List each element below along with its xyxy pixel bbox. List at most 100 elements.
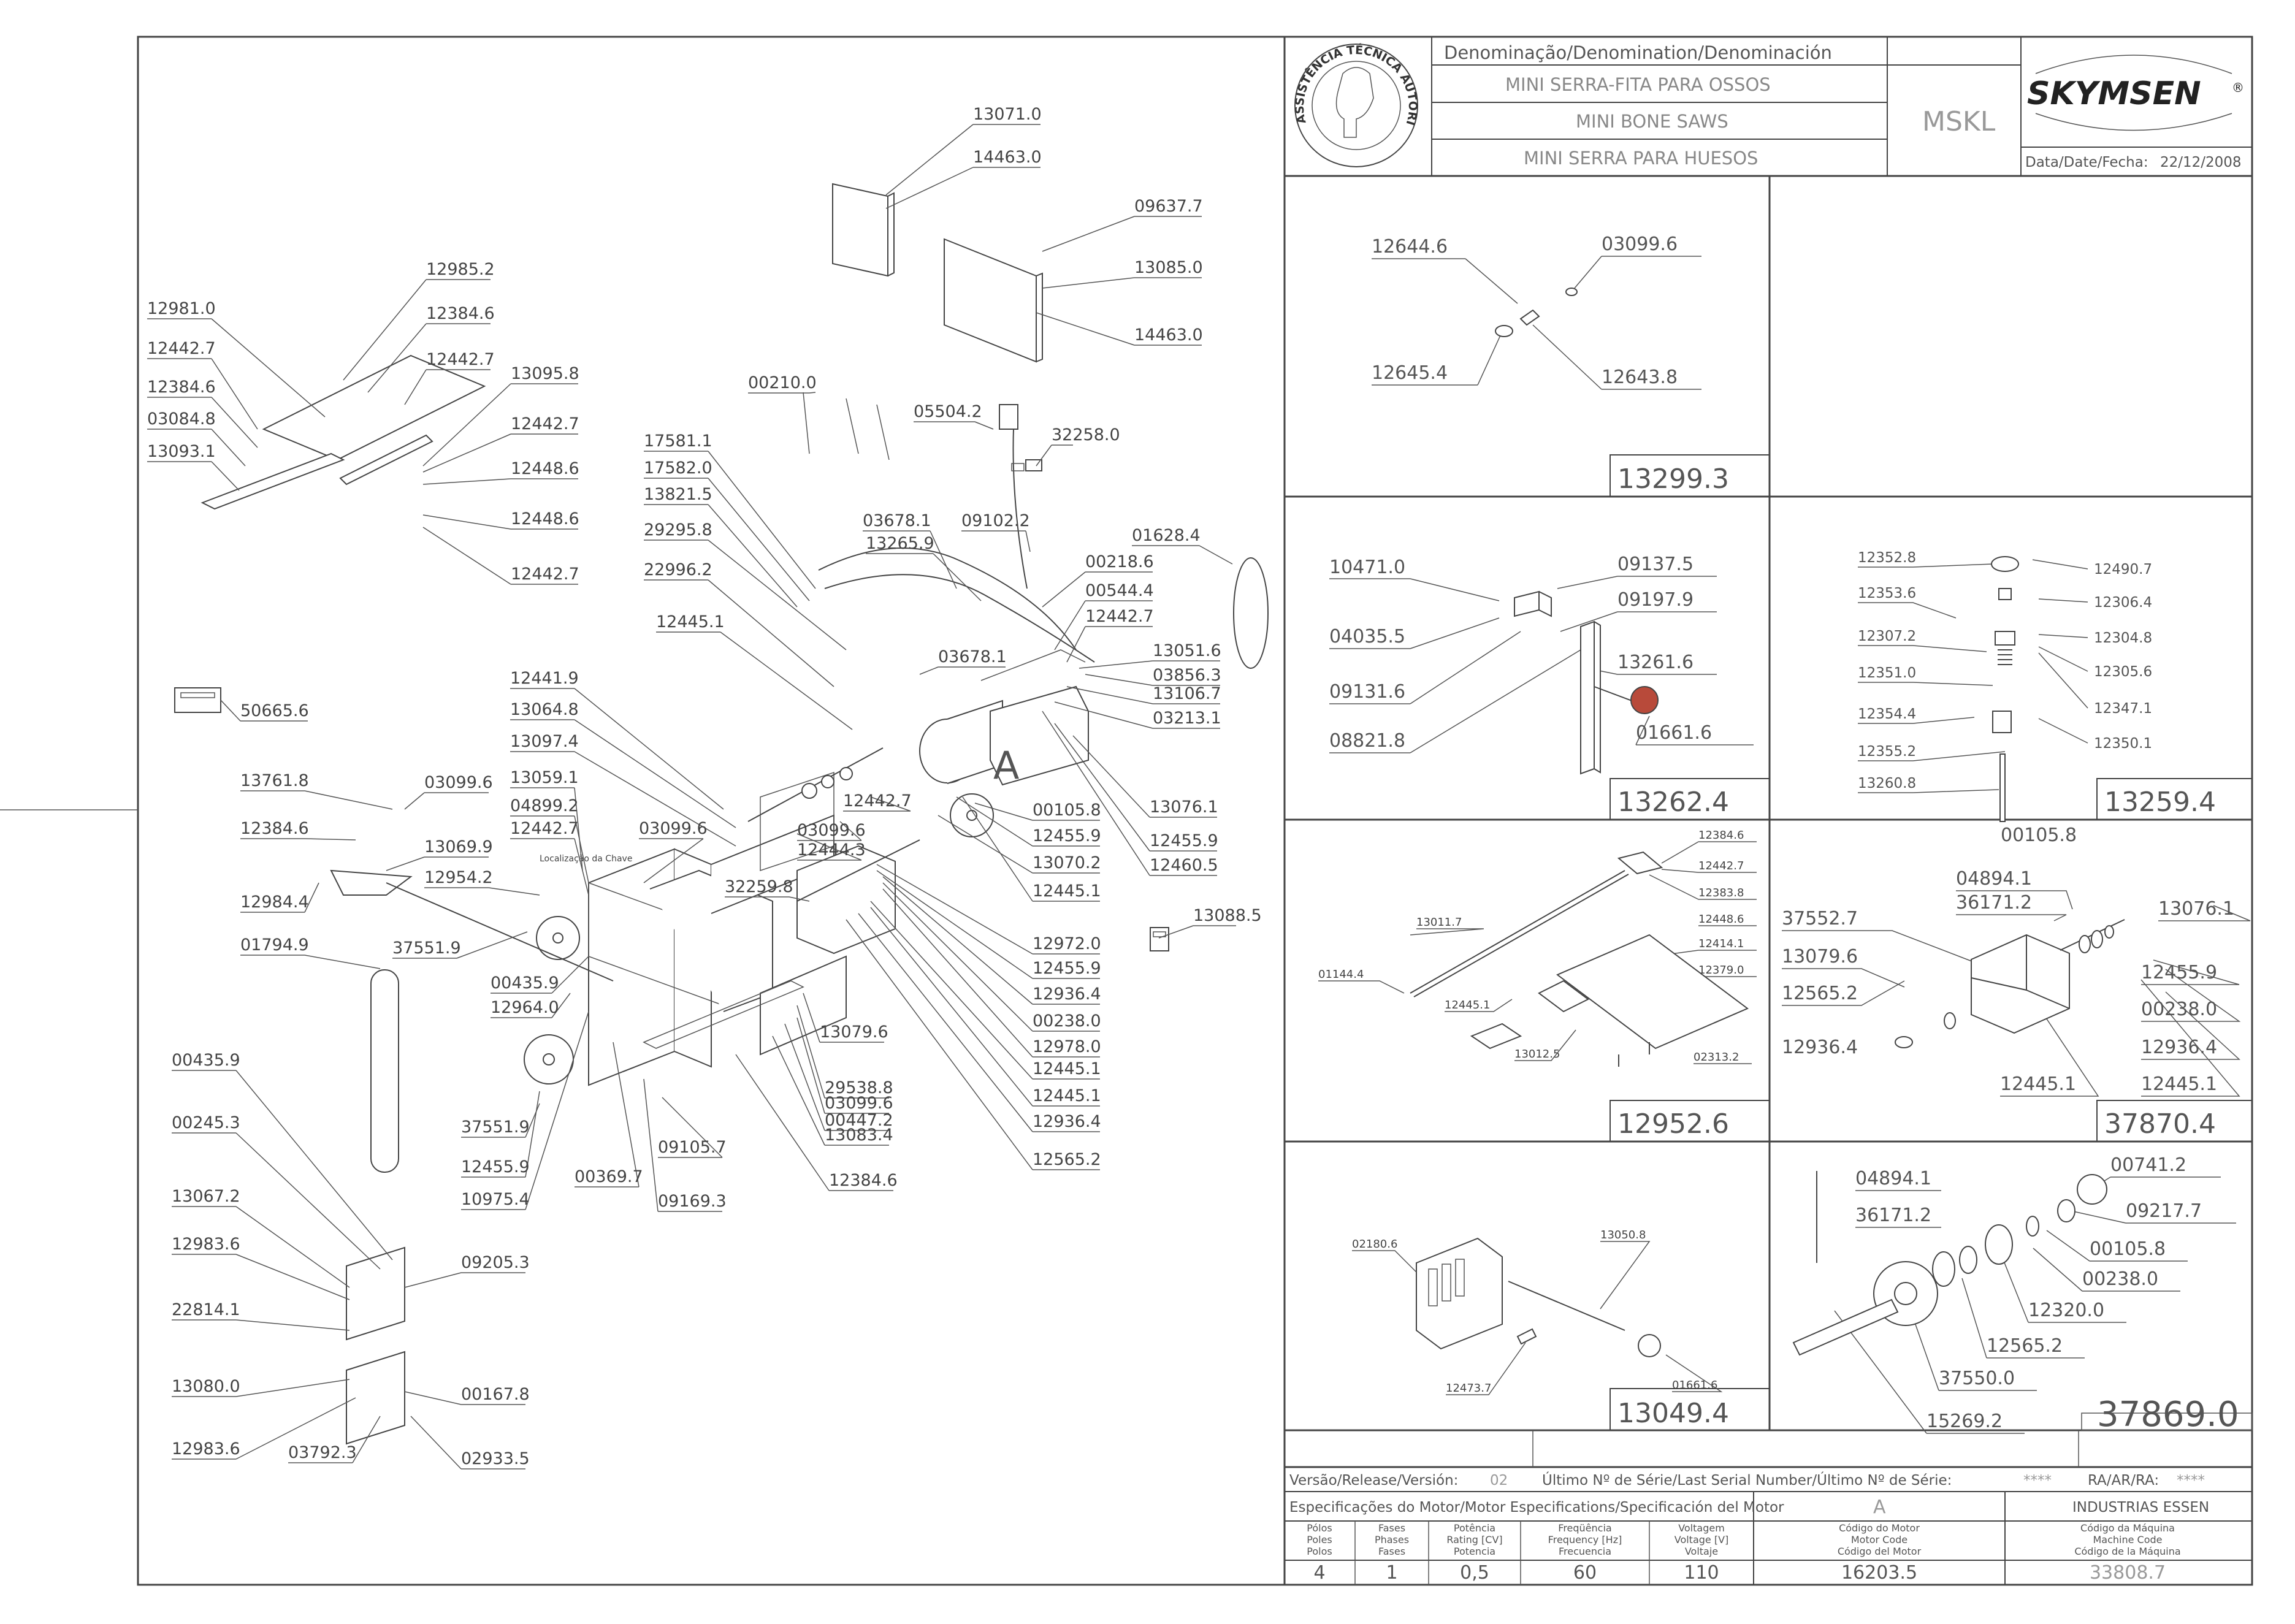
part-label: 01144.4 [1318,968,1364,981]
leader-line [846,919,1100,1170]
part-label: 12643.8 [1602,367,1678,388]
part-number-label: 12444.3 [797,841,866,860]
part-number-label: 13097.4 [510,732,579,751]
part-number-label: 12448.6 [511,509,579,528]
part-label: 04035.5 [1329,626,1405,647]
part-number-label: 13064.8 [510,700,579,719]
svg-text:Voltagem: Voltagem [1678,1522,1725,1534]
leader-line [1042,277,1202,289]
part-number-label: 03678.1 [863,511,931,530]
part-number-label: 00210.0 [748,373,817,392]
part-number-label: 12448.6 [511,459,579,478]
svg-text:Rating [CV]: Rating [CV] [1446,1534,1502,1546]
part-number-label: 12442.7 [426,350,495,369]
part-number-label: 12442.7 [147,339,216,358]
spec-col: Pólos Poles Polos 4 [1307,1522,1332,1584]
model-code: MSKL [1922,106,1996,137]
leader-line [876,870,1100,979]
part-number-label: 12964.0 [491,998,559,1017]
leader-line [914,421,994,430]
part-number-label: 17581.1 [644,432,712,451]
svg-text:Freqüência: Freqüência [1558,1522,1611,1534]
part-number-label: 13083.4 [825,1126,893,1145]
brand-registered-mark: ® [2232,80,2244,95]
part-number-label: 12565.2 [1033,1150,1101,1169]
leader-line [974,802,1100,821]
exploded-view-drawing: A Localização da Chave [174,183,1269,1445]
part-number-label: 00435.9 [491,974,559,993]
leader-line [639,838,704,883]
ra-value: **** [2177,1473,2205,1489]
part-number-label: 22814.1 [172,1300,240,1319]
spec-col: Código da Máquina Machine Code Código de… [2074,1522,2180,1584]
spec-value: 16203.5 [1841,1562,1917,1584]
part-number-label: 12455.9 [1033,959,1101,978]
part-number-label: 00218.6 [1085,552,1154,571]
part-label: 00105.8 [2090,1238,2166,1260]
leader-line [858,913,1100,1132]
leader-line [404,792,489,810]
part-number-label: 12455.9 [1150,831,1218,850]
svg-text:Código da Máquina: Código da Máquina [2080,1522,2175,1534]
part-label: 12304.8 [2094,630,2152,646]
part-number-label: 12983.6 [172,1439,240,1458]
leader-line [1054,600,1153,650]
leader-line [147,358,258,430]
serial-label: Último Nº de Série/Last Serial Number/Úl… [1542,1471,1952,1489]
leader-line [644,579,834,687]
leader-line [510,815,589,883]
brand-name: SKYMSEN [2027,75,2201,112]
part-number-label: 12445.1 [656,612,725,631]
part-number-label: 12445.1 [1033,882,1101,901]
part-number-label: 13070.2 [1033,853,1101,872]
part-number-label: 03856.3 [1153,666,1221,685]
part-label: 12384.6 [1698,829,1744,842]
part-label: 37552.7 [1782,908,1858,929]
leader-line [220,700,308,722]
leader-line [919,666,1006,675]
part-number-label: 13067.2 [172,1187,240,1206]
part-label: 09197.9 [1617,589,1694,611]
part-label: 15269.2 [1927,1411,2003,1432]
leader-line [172,1254,350,1300]
part-label: 13076.1 [2158,898,2234,920]
leader-line [240,838,356,841]
part-label: 04894.1 [1855,1168,1931,1189]
part-number-label: 12442.7 [510,819,579,838]
leader-line [386,856,489,871]
part-number-label: 13106.7 [1153,684,1221,703]
part-number-label: 09102.2 [961,511,1030,530]
part-label: 12448.6 [1698,913,1744,926]
leader-line [172,1070,393,1260]
leader-line [725,896,810,902]
name-en: MINI BONE SAWS [1576,111,1728,132]
leader-line [885,124,1041,196]
leader-line [882,876,1100,1005]
part-number-label: 05504.2 [914,402,982,421]
footer-block: Versão/Release/Versión: 02 Último Nº de … [1283,1430,2252,1585]
leader-line [491,956,589,994]
part-number-label: 12984.4 [240,893,309,912]
part-number-label: 12983.6 [172,1235,240,1254]
spec-value: 110 [1684,1562,1719,1584]
part-label: 12473.7 [1446,1382,1491,1395]
panel-code: 12952.6 [1617,1108,1729,1140]
leader-line [876,864,1100,955]
part-label: 12645.4 [1372,362,1448,384]
panel-code: 13049.4 [1617,1398,1729,1429]
leader-line [866,553,982,601]
part-number-label: 13080.0 [172,1377,240,1396]
part-number-label: 12442.7 [511,565,579,584]
leader-line [863,530,957,589]
part-number-label: 12972.0 [1033,934,1101,953]
serial-value: **** [2023,1473,2052,1489]
leader-line [1036,312,1202,346]
leader-line [172,1379,350,1397]
part-label: 12351.0 [1858,665,1916,681]
part-number-label: 29295.8 [644,520,712,539]
panel-code: 37870.4 [2104,1108,2216,1140]
leader-line [658,1097,723,1158]
leader-line [510,838,589,896]
svg-text:Polos: Polos [1307,1546,1332,1557]
brand-logo: SKYMSEN ® [2027,55,2244,131]
